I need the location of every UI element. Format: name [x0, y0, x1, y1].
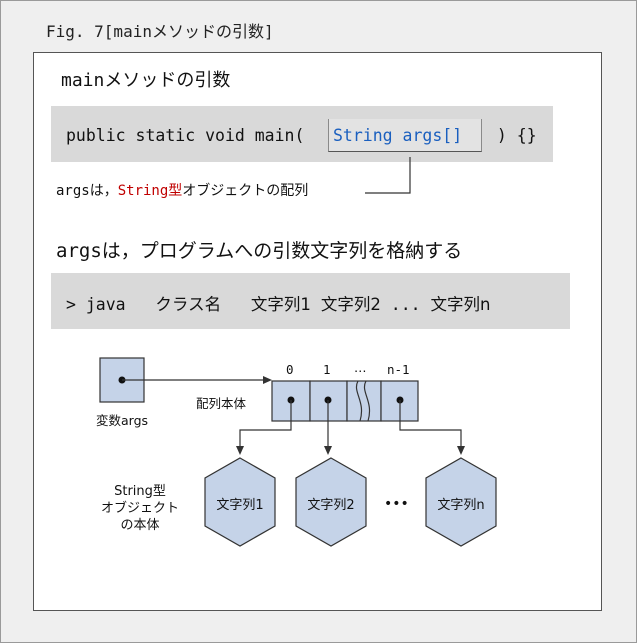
object-label-line3: の本体	[120, 518, 160, 533]
param-note: argsは，String型オブジェクトの配列	[56, 180, 308, 200]
note-connector-line	[365, 157, 411, 194]
note-kata: 型	[168, 183, 183, 199]
pointer-head-n	[457, 446, 465, 455]
variable-arrow-head	[263, 376, 272, 384]
object-hexagon-n	[425, 457, 497, 547]
note-ha: は，	[89, 183, 118, 199]
object-label: String型 オブジェクト の本体	[100, 483, 180, 534]
object-label-line2: オブジェクト	[100, 501, 179, 516]
figure-title: Fig. 7[mainメソッドの引数]	[46, 22, 274, 41]
param-highlight-box	[328, 119, 482, 152]
index-0: 0	[286, 362, 294, 377]
object-text-2: 文字列2	[307, 498, 355, 513]
object-hexagon-2	[295, 457, 367, 547]
heading2-args: args	[56, 240, 102, 262]
pointer-line-0	[239, 400, 292, 448]
note-args: args	[56, 183, 90, 199]
code-after: ) {}	[487, 126, 537, 145]
note-string: String	[117, 183, 169, 199]
variable-label: 変数args	[96, 413, 149, 428]
index-gap: …	[354, 360, 367, 375]
section1-heading: mainメソッドの引数	[61, 66, 230, 92]
cmd-class: クラス名	[155, 295, 222, 314]
pointer-line-n	[399, 400, 462, 448]
code-param: String args[]	[333, 126, 463, 145]
note-rest: オブジェクトの配列	[182, 183, 309, 199]
pointer-head-0	[236, 446, 244, 455]
heading2-rest: は，プログラムへの引数文字列を格納する	[101, 240, 463, 262]
cmd-dots: ...	[390, 295, 421, 314]
array-break-mark	[356, 380, 370, 422]
section2-heading: argsは，プログラムへの引数文字列を格納する	[56, 236, 462, 263]
objects-ellipsis: •••	[384, 496, 409, 512]
object-text-1: 文字列1	[216, 498, 264, 513]
object-label-line1: String型	[114, 484, 166, 499]
heading-main-word: main	[61, 70, 105, 91]
heading-rest: メソッドの引数	[104, 70, 231, 91]
cmd-argn: 文字列n	[430, 295, 491, 314]
index-n-1: n-1	[387, 362, 410, 377]
pointer-head-1	[324, 446, 332, 455]
cmd-arg1: 文字列1	[250, 295, 311, 314]
array-label: 配列本体	[196, 396, 247, 411]
object-hexagon-1	[204, 457, 276, 547]
cmd-prompt: > java	[66, 295, 126, 314]
object-text-n: 文字列n	[437, 498, 485, 513]
code-box-command	[51, 273, 570, 329]
index-1: 1	[323, 362, 331, 377]
command-line: > java クラス名 文字列1 文字列2 ... 文字列n	[66, 291, 491, 315]
cmd-arg2: 文字列2	[320, 295, 381, 314]
code-before: public static void main(	[66, 126, 315, 145]
